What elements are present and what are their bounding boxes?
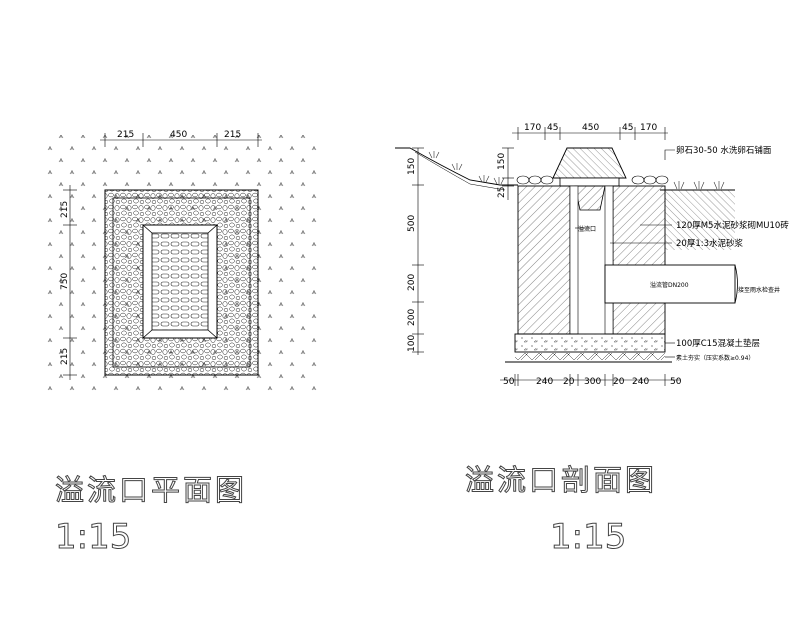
section-grate-dome <box>552 147 627 179</box>
section-note-gravel: 卵石30-50 水洗卵石铺面 <box>676 145 772 156</box>
section-dim-left-4: 200 <box>407 309 417 326</box>
plan-title: 溢流口平面图 <box>55 473 247 507</box>
section-dim-left-5: 100 <box>407 335 417 352</box>
section-dim-bottom-5: 20 <box>613 377 625 387</box>
section-dim-top-3: 450 <box>582 123 599 133</box>
section-ground-right <box>665 190 735 250</box>
section-dim-bottom-6: 240 <box>632 377 649 387</box>
plan-dim-top-2: 450 <box>170 130 187 140</box>
section-wall-left <box>517 185 571 335</box>
section-dim-left-1: 150 <box>407 158 417 175</box>
section-wall-right <box>612 185 666 335</box>
section-concrete-base <box>514 333 666 353</box>
section-grate-basket <box>574 185 606 211</box>
section-dim-right-2: 25 <box>497 187 507 198</box>
plan-dim-left-2: 750 <box>60 273 70 290</box>
section-ground-slope <box>395 147 518 186</box>
section-dim-top-1: 170 <box>524 123 541 133</box>
plan-view: 215 450 215 215 750 215 溢流口平面图 1:15 <box>45 130 320 558</box>
section-dim-top-2: 45 <box>547 123 558 133</box>
plan-dims-left <box>63 185 77 380</box>
plan-dim-left-1: 215 <box>60 201 70 218</box>
section-scale: 1:15 <box>550 517 626 557</box>
section-dim-bottom-4: 300 <box>584 377 601 387</box>
section-note-grate: 溢流口 <box>578 225 596 233</box>
section-note-soil: 素土夯实（压实系数≥0.94） <box>676 354 754 362</box>
section-soil <box>515 352 665 362</box>
section-dim-top-4: 45 <box>622 123 633 133</box>
section-dim-bottom-2: 240 <box>536 377 553 387</box>
plan-scale: 1:15 <box>55 517 131 557</box>
section-dim-bottom-3: 20 <box>563 377 575 387</box>
section-title: 溢流口剖面图 <box>465 463 657 497</box>
plan-dims-top <box>100 133 262 147</box>
section-note-pipe: 溢流管DN200 <box>650 281 689 289</box>
plan-dim-left-3: 215 <box>60 348 70 365</box>
section-pipe <box>604 264 736 304</box>
plan-grate <box>151 232 209 331</box>
section-note-plaster: 20厚1:3水泥砂浆 <box>676 238 743 249</box>
section-view: 170 45 450 45 170 50 240 20 300 20 240 5… <box>395 123 789 558</box>
plan-dim-top-3: 215 <box>224 130 241 140</box>
section-dim-left-3: 200 <box>407 274 417 291</box>
section-note-pipe-end: 接至雨水检查井 <box>738 286 780 294</box>
section-pebbles <box>516 175 669 185</box>
section-dim-right-1: 150 <box>497 153 507 170</box>
section-dim-bottom-1: 50 <box>503 377 515 387</box>
section-dim-bottom-7: 50 <box>670 377 682 387</box>
section-dim-top-5: 170 <box>640 123 657 133</box>
section-note-wall: 120厚M5水泥砂浆砌MU10砖 <box>676 220 789 231</box>
plan-dim-top-1: 215 <box>117 130 134 140</box>
section-dim-left-2: 500 <box>407 215 417 232</box>
section-note-base: 100厚C15混凝土垫层 <box>676 338 760 349</box>
